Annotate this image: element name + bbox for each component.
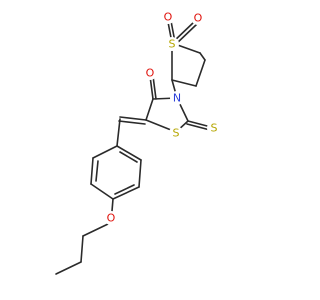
atom-label: N bbox=[173, 92, 181, 105]
bond bbox=[95, 160, 99, 182]
atom-sulfone-o-left: O bbox=[161, 10, 175, 24]
atom-label: S bbox=[173, 127, 180, 140]
bond bbox=[145, 98, 154, 121]
bond bbox=[82, 223, 109, 237]
atom-thione-s: S bbox=[207, 121, 221, 135]
atom-sulfone-s: S bbox=[165, 37, 179, 51]
atom-carbonyl-o: O bbox=[143, 66, 157, 80]
bond bbox=[195, 59, 206, 87]
bond bbox=[92, 145, 118, 159]
atom-label: O bbox=[107, 212, 116, 225]
bond bbox=[174, 23, 198, 46]
atom-label-layer: S O O N O S S O bbox=[104, 10, 221, 225]
bond bbox=[138, 159, 142, 188]
atom-ring-s: S bbox=[169, 126, 183, 140]
molecule-structure: S O O N O S S O bbox=[55, 10, 221, 275]
bond bbox=[119, 116, 147, 121]
atom-ether-o: O bbox=[104, 211, 118, 225]
bond bbox=[111, 198, 114, 212]
atom-ring-n: N bbox=[170, 91, 184, 105]
atom-label: O bbox=[146, 67, 155, 80]
bond bbox=[114, 184, 135, 195]
bond bbox=[187, 120, 212, 128]
bond bbox=[186, 123, 211, 131]
bond bbox=[90, 183, 114, 200]
bond bbox=[116, 145, 142, 161]
atom-label: O bbox=[194, 12, 203, 25]
bond bbox=[55, 261, 82, 275]
atom-label: S bbox=[169, 38, 176, 51]
bond bbox=[171, 79, 197, 87]
bond bbox=[90, 157, 94, 185]
bond bbox=[119, 151, 138, 163]
atom-sulfone-o-right: O bbox=[191, 11, 205, 25]
bond bbox=[80, 235, 84, 263]
atom-label: O bbox=[164, 11, 173, 24]
bond bbox=[116, 118, 121, 147]
atom-label: S bbox=[211, 122, 218, 135]
bond bbox=[152, 75, 157, 100]
bond bbox=[118, 120, 146, 125]
bond bbox=[199, 52, 206, 61]
bond bbox=[112, 186, 140, 200]
bond-layer bbox=[55, 20, 212, 275]
